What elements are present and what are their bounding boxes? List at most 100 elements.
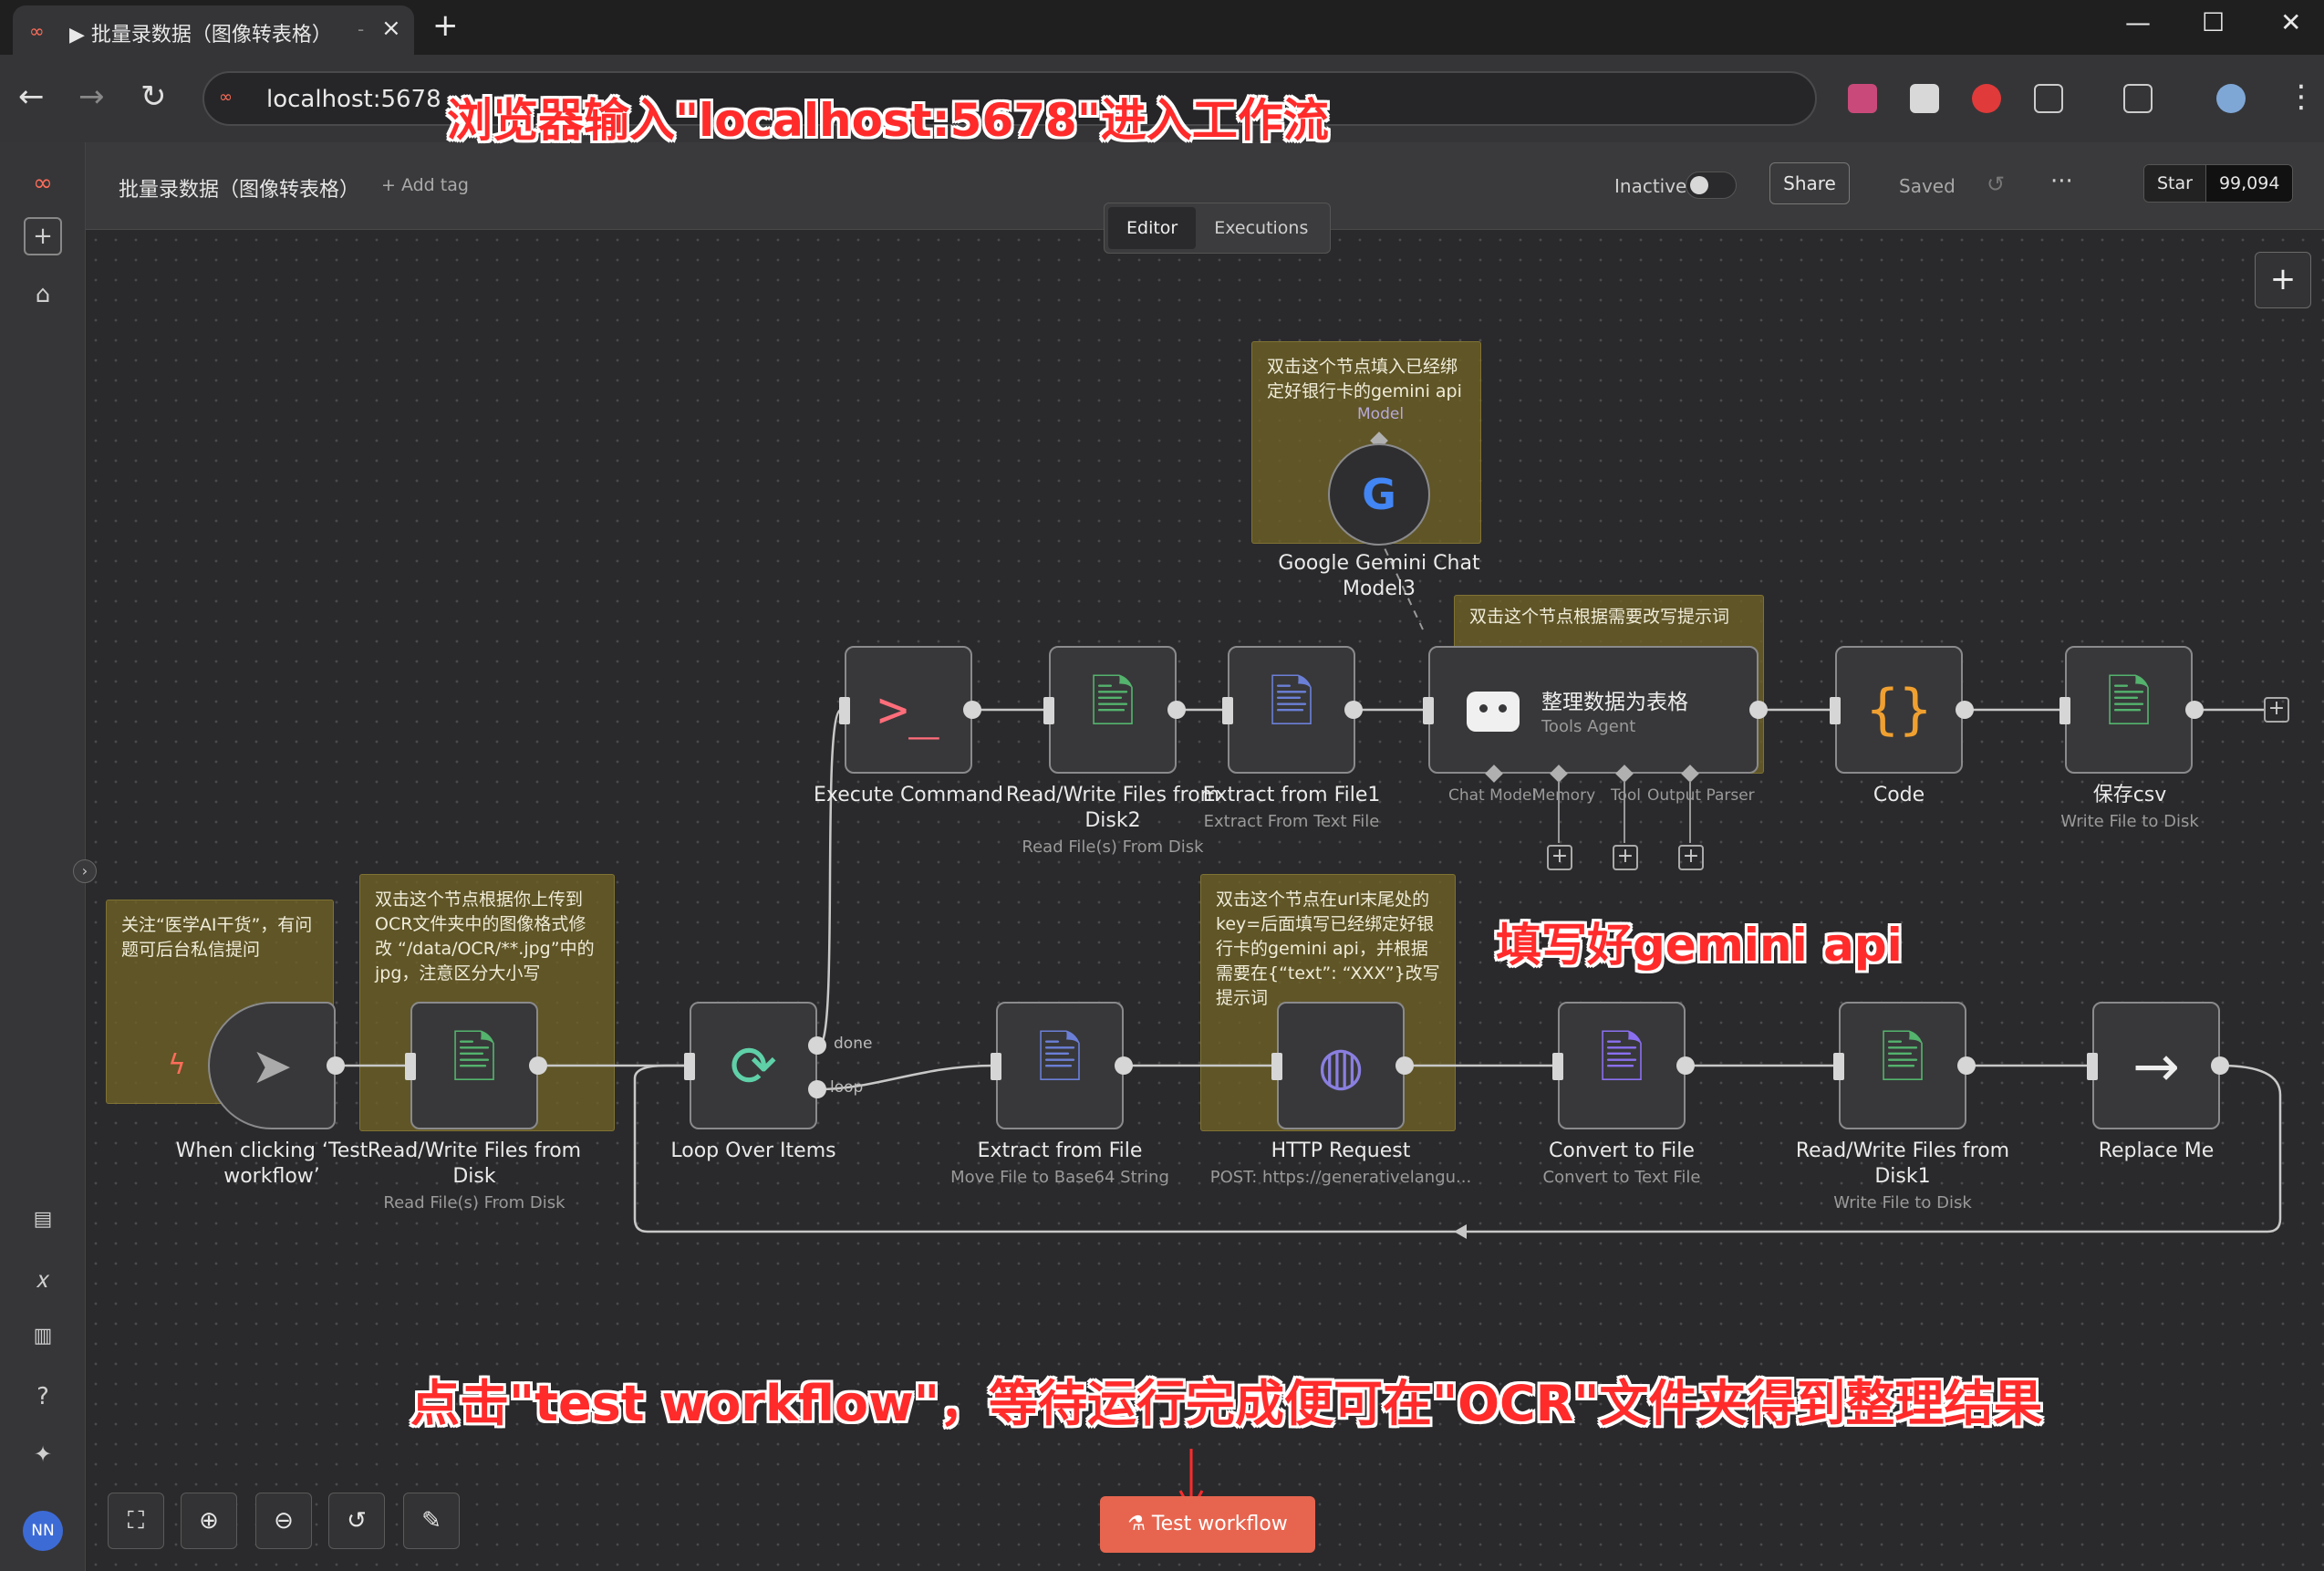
terminal-icon: >_ (877, 680, 939, 740)
forward-icon[interactable]: → (78, 78, 105, 115)
node-manual-trigger[interactable]: ➤ (208, 1002, 336, 1129)
node-label: Replace Me (2098, 1139, 2215, 1162)
input-handle[interactable] (1552, 1053, 1563, 1080)
back-icon[interactable]: ← (18, 78, 45, 115)
loop-output-handle[interactable] (808, 1080, 826, 1098)
home-icon[interactable]: ⌂ (35, 281, 51, 308)
red-extension-icon[interactable] (1972, 84, 2001, 113)
extensions-puzzle-icon[interactable] (2034, 84, 2063, 113)
reader-extension-icon[interactable] (1910, 84, 1939, 113)
sticky-text: 双击这个节点根据你上传到OCR文件夹中的图像格式修改 “/data/OCR/**… (375, 890, 595, 983)
input-handle[interactable] (839, 697, 850, 724)
profile-avatar-icon[interactable] (2216, 84, 2246, 113)
sidebar-expand-icon[interactable]: › (73, 859, 97, 883)
address-bar[interactable]: ∞ localhost:5678 (202, 71, 1817, 126)
input-handle[interactable] (1423, 697, 1434, 724)
test-workflow-button[interactable]: ⚗ Test workflow (1100, 1496, 1315, 1553)
tidy-up-button[interactable]: ✎ (403, 1493, 460, 1549)
add-tag-link[interactable]: + Add tag (381, 175, 469, 195)
output-handle[interactable] (963, 701, 981, 719)
url-text[interactable]: localhost:5678 (266, 86, 441, 113)
add-tool-button[interactable]: + (1613, 845, 1638, 870)
input-handle[interactable] (1271, 1053, 1282, 1080)
input-handle[interactable] (991, 1053, 1001, 1080)
input-handle[interactable] (2059, 697, 2070, 724)
node-convert-to-file[interactable]: 🖹 (1558, 1002, 1686, 1129)
output-handle[interactable] (1395, 1056, 1414, 1075)
maximize-icon[interactable]: ☐ (2202, 7, 2225, 37)
sticky-note-gemini[interactable]: 双击这个节点填入已经绑定好银行卡的gemini api (1251, 341, 1481, 544)
n8n-logo-icon[interactable]: ∞ (33, 170, 53, 197)
output-handle[interactable] (1115, 1056, 1133, 1075)
active-toggle[interactable] (1686, 172, 1737, 199)
zoom-in-button[interactable]: ⊕ (181, 1493, 237, 1549)
add-next-node-button[interactable]: + (2264, 697, 2289, 723)
node-google-gemini-chat-model[interactable]: G (1328, 443, 1430, 546)
reload-icon[interactable]: ↻ (140, 78, 167, 115)
help-icon[interactable]: ? (36, 1383, 49, 1410)
input-handle[interactable] (1833, 1053, 1844, 1080)
zoom-out-button[interactable]: ⊖ (255, 1493, 312, 1549)
node-extract-from-file-1[interactable]: 🖹 (1228, 646, 1355, 774)
sidebar-add-icon[interactable]: + (0, 217, 86, 255)
new-tab-icon[interactable]: + (432, 7, 459, 44)
sticky-text: 双击这个节点根据需要改写提示词 (1469, 607, 1730, 627)
close-tab-icon[interactable]: × (381, 15, 401, 42)
fit-view-button[interactable]: ⛶ (108, 1493, 164, 1549)
input-handle[interactable] (2087, 1053, 2098, 1080)
workflow-name[interactable]: 批量录数据（图像转表格） (119, 179, 360, 202)
more-options-icon[interactable]: ··· (2050, 168, 2073, 195)
templates-icon[interactable]: ▤ (33, 1208, 53, 1231)
browser-menu-icon[interactable]: ⋮ (2286, 78, 2317, 115)
flask-icon: ⚗ (1127, 1513, 1152, 1535)
output-handle[interactable] (2211, 1056, 2229, 1075)
variables-icon[interactable]: 𝑥 (36, 1266, 50, 1294)
node-execute-command[interactable]: >_ (845, 646, 972, 774)
output-handle[interactable] (1344, 701, 1363, 719)
output-handle[interactable] (1957, 1056, 1976, 1075)
history-icon[interactable]: ↺ (1987, 172, 2006, 197)
node-subtitle: Read File(s) From Disk (1022, 838, 1204, 857)
node-loop-over-items[interactable]: ⟳ (690, 1002, 817, 1129)
input-handle[interactable] (1830, 697, 1841, 724)
active-status-label: Inactive (1614, 175, 1687, 197)
minimize-icon[interactable]: — (2125, 7, 2151, 37)
input-handle[interactable] (405, 1053, 416, 1080)
output-handle[interactable] (327, 1056, 345, 1075)
avatar[interactable]: NN (0, 1511, 86, 1551)
node-extract-from-file[interactable]: 🖹 (996, 1002, 1124, 1129)
node-save-csv[interactable]: 🖹 (2065, 646, 2193, 774)
n8n-sidebar: ∞ + ⌂ ▤ 𝑥 ▥ ? ✦ NN (0, 142, 86, 1571)
tab-search-icon[interactable] (2123, 84, 2153, 113)
done-output-handle[interactable] (808, 1036, 826, 1055)
output-handle[interactable] (2185, 701, 2204, 719)
reset-zoom-button[interactable]: ↺ (328, 1493, 385, 1549)
add-memory-button[interactable]: + (1547, 845, 1572, 870)
output-handle[interactable] (1167, 701, 1186, 719)
node-label: Convert to File (1549, 1139, 1695, 1162)
input-handle[interactable] (1222, 697, 1233, 724)
add-node-button[interactable]: + (2255, 252, 2311, 308)
add-output-parser-button[interactable]: + (1678, 845, 1704, 870)
input-handle[interactable] (684, 1053, 695, 1080)
cursor-icon: ➤ (251, 1036, 293, 1095)
insights-icon[interactable]: ▥ (33, 1325, 53, 1347)
output-handle[interactable] (529, 1056, 547, 1075)
window-close-icon[interactable]: ✕ (2280, 7, 2302, 37)
gift-icon[interactable]: ✦ (33, 1441, 53, 1467)
github-star-button[interactable]: Star 99,094 (2143, 164, 2294, 203)
share-button[interactable]: Share (1769, 162, 1850, 204)
node-subtitle: Write File to Disk (1833, 1193, 1972, 1212)
output-handle[interactable] (1956, 701, 1974, 719)
tab-editor[interactable]: Editor (1108, 207, 1197, 249)
tab-executions[interactable]: Executions (1214, 218, 1309, 238)
chat-model-label: Chat Model (1448, 786, 1537, 805)
output-handle[interactable] (1676, 1056, 1695, 1075)
node-read-write-files[interactable]: 🖹 (410, 1002, 538, 1129)
input-handle[interactable] (1043, 697, 1054, 724)
browser-tab[interactable]: ∞ ▶ 批量录数据（图像转表格） - × (13, 5, 414, 55)
output-handle[interactable] (1749, 701, 1768, 719)
translate-extension-icon[interactable] (1848, 84, 1877, 113)
workflow-canvas[interactable] (86, 230, 2324, 1571)
